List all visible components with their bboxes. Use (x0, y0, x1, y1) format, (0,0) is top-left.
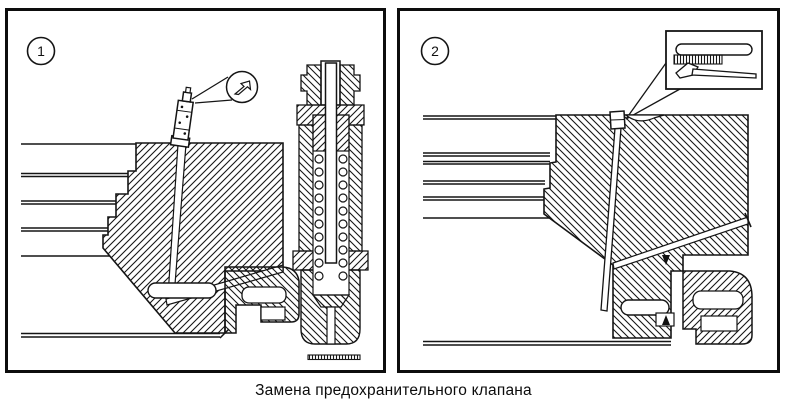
safety-valve-inserted (169, 86, 195, 149)
shim-washer (307, 354, 361, 361)
step-1-number: 1 (37, 43, 45, 59)
valve-seat (311, 294, 351, 308)
step-2-badge: 2 (420, 36, 450, 66)
flange-section (682, 270, 753, 345)
oil-gallery-slot (620, 299, 670, 316)
seat-recess (624, 114, 665, 122)
tools-inset (625, 30, 763, 120)
spring (314, 154, 348, 281)
base-lines (21, 328, 230, 339)
cylinder-bore-lines (21, 143, 136, 257)
oil-gallery-slot (147, 282, 217, 299)
panel-step-1: 1 (5, 8, 386, 373)
panel-step-2: 2 (397, 8, 780, 373)
rotation-arrow-icon (233, 80, 252, 96)
figure-caption: Замена предохранительного клапана (255, 382, 532, 399)
pointer-arrow-top (662, 255, 670, 265)
thread-file-icon (675, 43, 753, 56)
valve-assembly-detail (292, 60, 369, 361)
base-lines (423, 340, 671, 346)
flange-section (224, 266, 300, 334)
panel-2-drawing: 2 (420, 30, 763, 346)
pointer-arrow-bottom (662, 315, 670, 325)
scraper-tool-icon (675, 62, 757, 79)
panel-1-drawing: 1 (21, 36, 369, 361)
oil-passage (612, 212, 752, 270)
rotation-callout (191, 70, 259, 104)
step-2-number: 2 (431, 43, 439, 59)
engine-block-section (543, 114, 749, 339)
cylinder-bore-lines (423, 115, 556, 219)
valve-stem-rod (324, 62, 338, 264)
step-1-badge: 1 (26, 36, 56, 66)
safety-valve-installed (600, 110, 626, 312)
